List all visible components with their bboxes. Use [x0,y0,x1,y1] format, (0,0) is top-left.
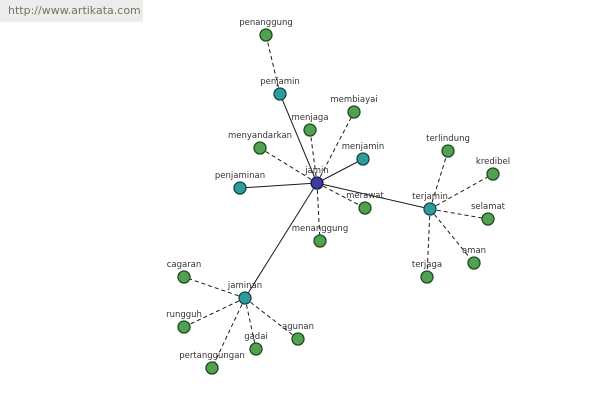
graph-node-label-penanggung[interactable]: penanggung [239,18,293,28]
graph-edge-jamin-menjamin [316,158,364,184]
graph-node-label-penjamin[interactable]: penjamin [260,77,300,87]
graph-node-membiayai[interactable] [347,105,361,119]
graph-node-label-pertanggungan[interactable]: pertanggungan [179,351,245,361]
graph-edge-terjamin-terjaga [426,208,431,278]
graph-node-label-cagaran[interactable]: cagaran [167,260,202,270]
graph-edge-penjamin-penanggung [265,34,281,95]
graph-node-label-membiayai[interactable]: membiayai [330,95,377,105]
graph-node-label-menjamin[interactable]: menjamin [342,142,385,152]
graph-edge-terjamin-kredibel [429,173,494,210]
graph-node-terjaga[interactable] [420,270,434,284]
page-url-watermark: http://www.artikata.com [0,0,143,22]
graph-node-label-jaminan[interactable]: jaminan [227,281,262,291]
graph-node-label-menjaga[interactable]: menjaga [291,113,328,123]
graph-edge-jamin-menanggung [316,182,321,242]
graph-node-kredibel[interactable] [486,167,500,181]
graph-node-penanggung[interactable] [259,28,273,42]
graph-node-label-jamin[interactable]: jamin [304,166,329,176]
graph-node-jaminan[interactable] [238,291,252,305]
graph-node-label-agunan[interactable]: agunan [282,322,314,332]
graph-edge-jamin-jaminan [244,182,318,299]
graph-node-label-selamat[interactable]: selamat [471,202,506,212]
graph-node-penjamin[interactable] [273,87,287,101]
graph-edge-terjamin-aman [429,208,475,264]
graph-node-label-rungguh[interactable]: rungguh [166,310,202,320]
graph-node-label-aman[interactable]: aman [462,246,486,256]
graph-node-label-merawat[interactable]: merawat [346,191,384,201]
graph-node-cagaran[interactable] [177,270,191,284]
graph-edge-jamin-menjaga [309,129,318,184]
graph-edge-jaminan-rungguh [183,297,246,328]
graph-edge-jamin-penjamin [279,93,318,184]
graph-node-menyandarkan[interactable] [253,141,267,155]
graph-edge-jamin-terjamin [316,182,431,210]
graph-node-pertanggungan[interactable] [205,361,219,375]
graph-node-label-penjaminan[interactable]: penjaminan [215,171,265,181]
graph-edge-jaminan-cagaran [183,276,246,299]
graph-edge-jamin-merawat [316,182,366,209]
graph-edge-terjamin-selamat [429,208,489,220]
graph-node-rungguh[interactable] [177,320,191,334]
graph-edge-jaminan-pertanggungan [211,297,246,369]
graph-node-label-gadai[interactable]: gadai [244,332,268,342]
graph-node-menjaga[interactable] [303,123,317,137]
graph-node-menjamin[interactable] [356,152,370,166]
graph-node-gadai[interactable] [249,342,263,356]
graph-node-label-menyandarkan[interactable]: menyandarkan [228,131,292,141]
graph-node-label-terjaga[interactable]: terjaga [412,260,442,270]
graph-node-label-kredibel[interactable]: kredibel [476,157,510,167]
graph-node-label-terjamin[interactable]: terjamin [412,192,448,202]
graph-node-merawat[interactable] [358,201,372,215]
graph-node-label-menanggung[interactable]: menanggung [292,224,348,234]
graph-node-agunan[interactable] [291,332,305,346]
graph-edge-jaminan-gadai [244,297,257,350]
graph-edge-jamin-membiayai [316,111,355,184]
graph-edge-terjamin-terlindung [429,150,449,210]
page-url-text: http://www.artikata.com [8,4,141,17]
graph-node-label-terlindung[interactable]: terlindung [426,134,470,144]
graph-node-terjamin[interactable] [423,202,437,216]
graph-node-menanggung[interactable] [313,234,327,248]
graph-node-jamin[interactable] [310,176,324,190]
graph-node-selamat[interactable] [481,212,495,226]
graph-node-terlindung[interactable] [441,144,455,158]
graph-node-aman[interactable] [467,256,481,270]
graph-edge-jamin-penjaminan [239,182,318,189]
graph-node-penjaminan[interactable] [233,181,247,195]
